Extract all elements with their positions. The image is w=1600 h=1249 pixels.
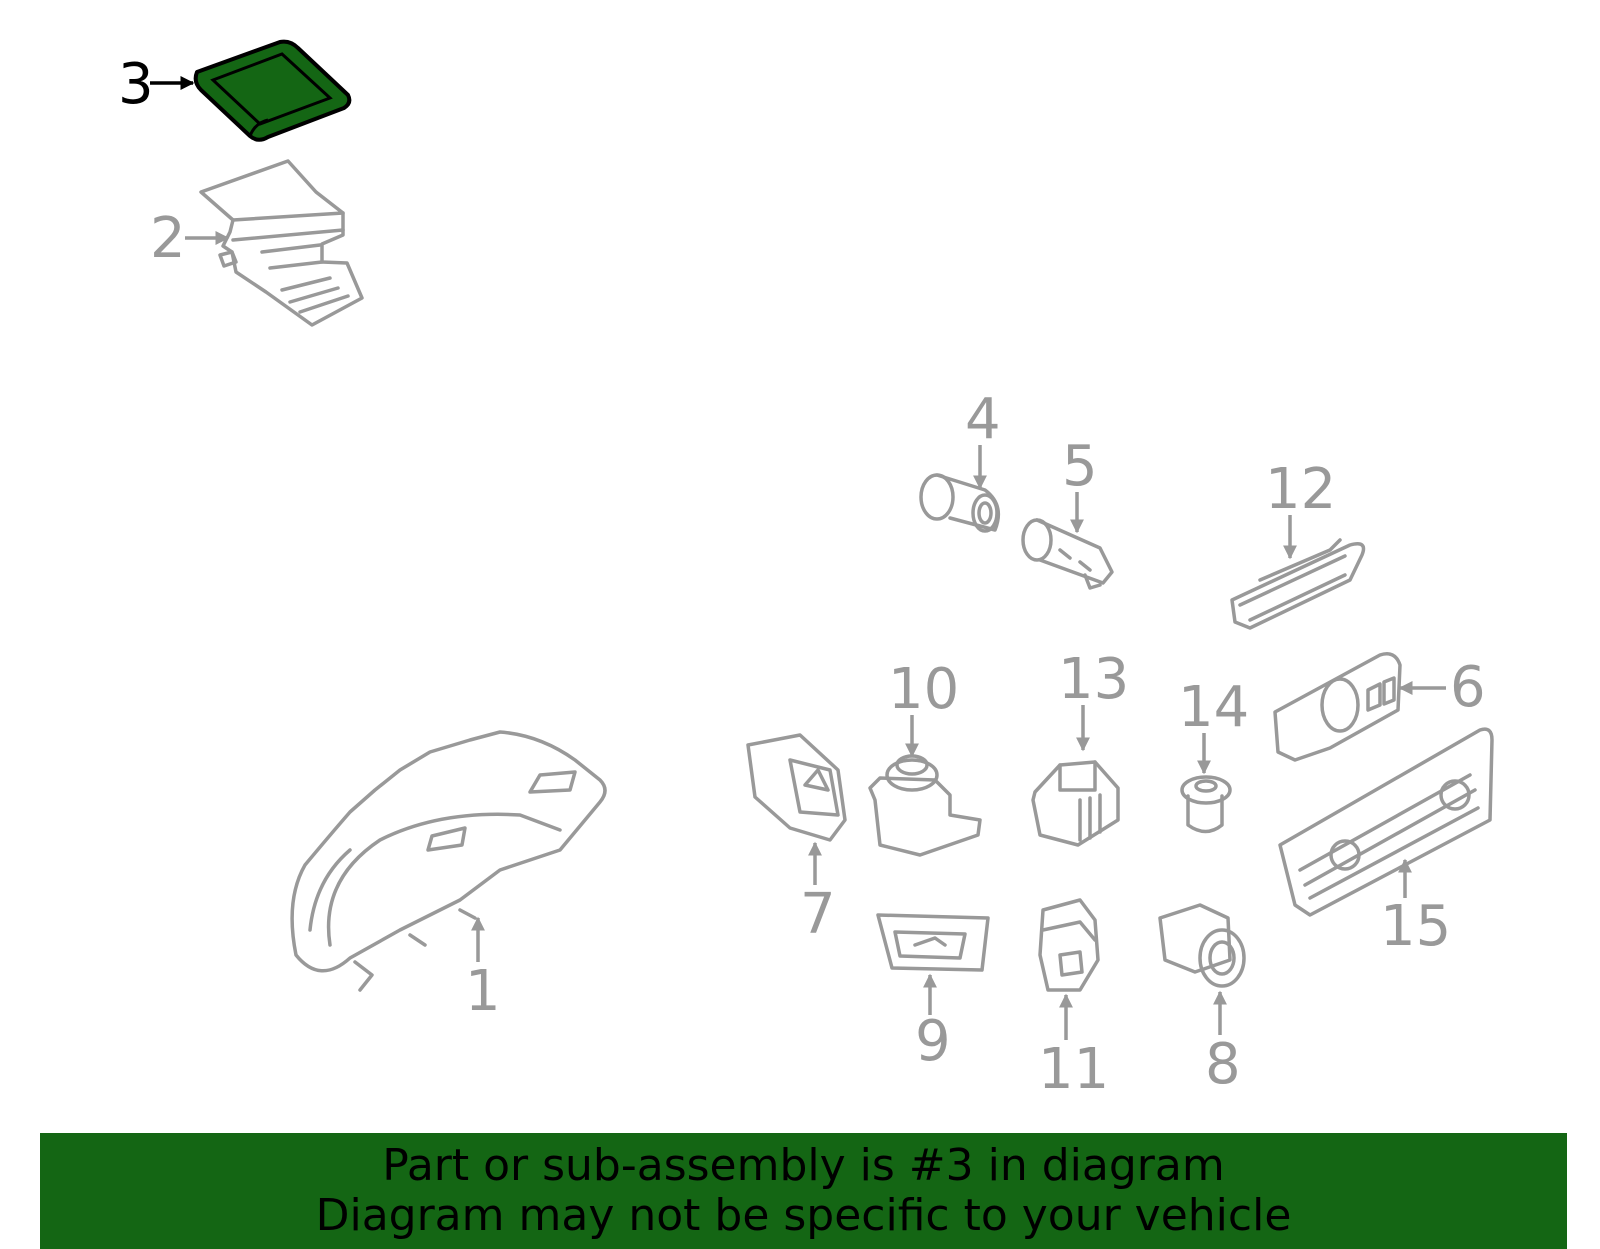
svg-text:4: 4	[965, 387, 1001, 452]
part-9[interactable]	[876, 913, 990, 972]
part-2[interactable]	[199, 159, 364, 327]
svg-text:3: 3	[118, 52, 154, 117]
part-14[interactable]	[1180, 775, 1232, 834]
callout-10: 10	[888, 657, 959, 758]
svg-text:10: 10	[888, 657, 959, 722]
callout-1: 1	[465, 916, 501, 1024]
svg-text:15: 15	[1380, 894, 1451, 959]
svg-text:5: 5	[1062, 434, 1098, 499]
part-5[interactable]	[1021, 518, 1114, 590]
part-15[interactable]	[1278, 727, 1494, 917]
callout-9: 9	[915, 973, 951, 1074]
part-10[interactable]	[868, 754, 982, 857]
callout-8: 8	[1205, 990, 1241, 1097]
callout-13: 13	[1058, 647, 1129, 752]
callout-5: 5	[1062, 434, 1098, 534]
callout-7: 7	[800, 841, 836, 947]
callout-14: 14	[1178, 675, 1249, 775]
part-12[interactable]	[1230, 538, 1366, 630]
svg-text:9: 9	[915, 1009, 951, 1074]
part-4[interactable]	[919, 473, 1001, 533]
svg-text:13: 13	[1058, 647, 1129, 712]
callout-3: 3	[118, 52, 195, 117]
callout-11: 11	[1038, 993, 1109, 1102]
svg-text:12: 12	[1265, 457, 1336, 522]
part-13[interactable]	[1031, 760, 1120, 847]
svg-text:1: 1	[465, 959, 501, 1024]
part-1[interactable]	[290, 730, 607, 992]
svg-text:6: 6	[1450, 655, 1486, 720]
banner-line-1: Part or sub-assembly is #3 in diagram	[382, 1140, 1225, 1191]
part-6[interactable]	[1273, 652, 1402, 762]
callout-15: 15	[1380, 858, 1451, 959]
svg-text:8: 8	[1205, 1032, 1241, 1097]
part-8[interactable]	[1158, 903, 1246, 988]
part-11[interactable]	[1038, 898, 1100, 992]
svg-text:2: 2	[150, 206, 186, 271]
callout-4: 4	[965, 387, 1001, 490]
svg-text:14: 14	[1178, 675, 1249, 740]
part-7[interactable]	[746, 733, 847, 842]
part-3-highlighted[interactable]	[193, 39, 352, 142]
svg-text:11: 11	[1038, 1037, 1109, 1102]
callout-6: 6	[1398, 655, 1486, 720]
callout-2: 2	[150, 206, 230, 271]
info-banner: Part or sub-assembly is #3 in diagram Di…	[40, 1133, 1567, 1249]
callout-12: 12	[1265, 457, 1336, 560]
svg-text:7: 7	[800, 882, 836, 947]
banner-line-2: Diagram may not be specific to your vehi…	[315, 1190, 1292, 1241]
